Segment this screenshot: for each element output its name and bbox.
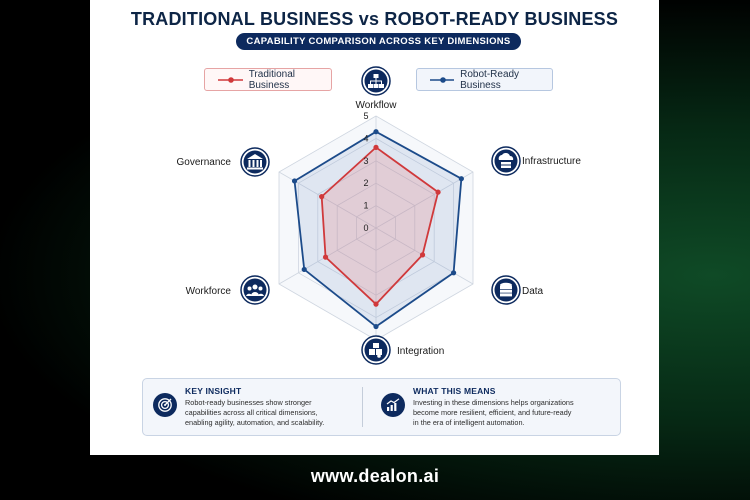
legend-traditional: Traditional Business [204,68,332,91]
dimension-label-workflow: Workflow [356,100,398,111]
cloud-server-icon [491,146,521,176]
key-insight-line: capabilities across all critical dimensi… [185,408,318,417]
dimension-label-data: Data [522,286,544,297]
data-point-robot-ready [301,266,307,273]
radar-spoke [375,171,474,229]
database-icon [491,275,521,305]
dimension-label-workforce: Workforce [186,286,232,297]
data-point-traditional [319,194,325,200]
key-insight-line: enabling agility, automation, and scalab… [185,418,325,427]
tick-label: 2 [363,178,368,188]
legend-label-traditional: Traditional Business [248,68,296,91]
legend-robot-ready: Robot-Ready Business [416,68,553,91]
what-this-means-line: in the era of intelligent automation. [413,418,525,427]
panel-divider [362,387,363,427]
what-this-means-line: become more resilient, efficient, and fu… [413,408,572,417]
footer-url[interactable]: www.dealon.ai [310,466,440,486]
team-icon [240,275,270,305]
what-this-means-line: Investing in these dimensions helps orga… [413,398,574,407]
key-insight-title: KEY INSIGHT [185,386,242,396]
radar-chart: 0 1 2 3 4 5WorkflowInfrastructureDataIntegrat… [177,66,581,365]
legend-label-robot-ready: Robot-Ready Business [460,68,520,91]
data-point-robot-ready [373,323,379,330]
dimension-label-infrastructure: Infrastructure [522,156,581,167]
what-this-means-body: Investing in these dimensions helps orga… [413,398,574,428]
tick-label: 4 [363,133,368,143]
tick-label: 1 [363,201,368,211]
growth-chart-icon [381,393,405,417]
data-point-traditional [322,254,329,260]
dimension-label-governance: Governance [177,157,232,168]
tick-label: 3 [363,156,368,166]
data-point-robot-ready [291,178,298,184]
dimension-label-integration: Integration [397,346,444,357]
data-point-robot-ready [450,270,457,276]
org-chart-icon [361,66,391,96]
tick-label: 5 [363,111,368,121]
page-title: TRADITIONAL BUSINESS vs ROBOT-READY BUSI… [130,9,619,29]
data-point-traditional [435,189,441,195]
legend-line-marker-robot-ready [430,76,455,83]
data-point-robot-ready [373,129,379,135]
data-point-traditional [373,144,379,150]
key-insight-line: Robot-ready businesses show stronger [185,398,312,407]
what-this-means-title: WHAT THIS MEANS [413,386,496,396]
insight-panel: KEY INSIGHT Robot-ready businesses show … [142,378,621,436]
puzzle-icon [361,335,391,365]
data-point-traditional [419,252,426,258]
data-point-traditional [373,301,379,307]
tick-label: 0 [363,223,368,233]
infographic-card: TRADITIONAL BUSINESS vs ROBOT-READY BUSI… [90,0,659,455]
government-building-icon [240,147,270,177]
legend-line-marker-traditional [218,76,243,83]
subtitle-pill: CAPABILITY COMPARISON ACROSS KEY DIMENSI… [236,33,521,50]
data-point-robot-ready [458,176,464,182]
target-icon [153,393,177,417]
key-insight-body: Robot-ready businesses show stronger cap… [185,398,324,428]
